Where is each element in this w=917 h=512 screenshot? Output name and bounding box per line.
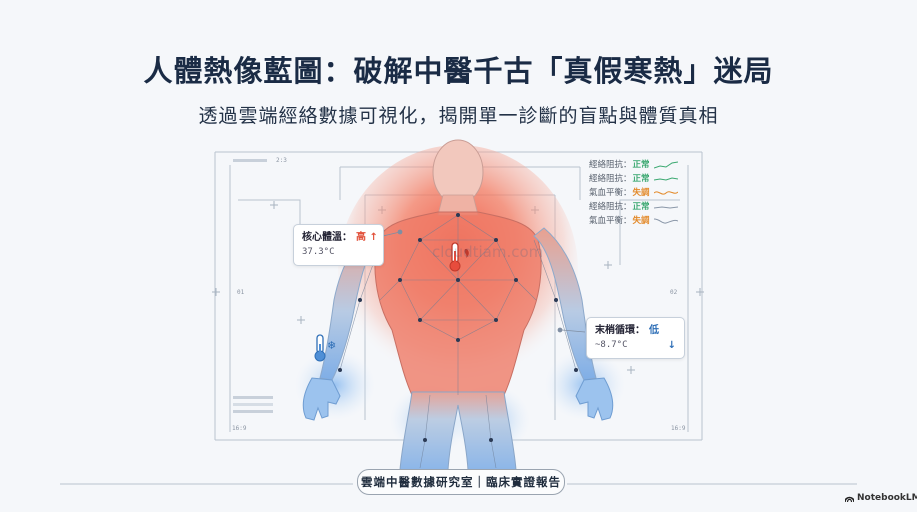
tick-label-top-left: 2:3: [276, 157, 287, 164]
brand-logo: NotebookLM: [845, 493, 917, 503]
human-body-figure: [295, 139, 625, 471]
status-value: 正常: [632, 202, 650, 212]
core-temp-state: 高 ↑: [356, 232, 378, 243]
down-arrow-icon: ↓: [667, 340, 676, 351]
tick-label-bottom-right: 16:9: [671, 425, 686, 432]
extremity-value: ~8.7°C: [595, 340, 628, 350]
sparkline-icon: [653, 161, 678, 169]
status-value: 正常: [632, 174, 650, 184]
core-temp-value: 37.3°C: [302, 247, 335, 257]
status-key: 經絡阻抗：: [589, 174, 632, 184]
status-row: 經絡阻抗： 正常: [589, 158, 695, 172]
brand-name: NotebookLM: [857, 493, 917, 503]
status-row: 氣血平衡： 失調: [589, 186, 695, 200]
core-heat-thermometer-icon: [449, 242, 469, 272]
status-key: 經絡阻抗：: [589, 160, 632, 170]
sparkline-icon: [653, 206, 678, 209]
status-value: 正常: [632, 160, 650, 170]
extremity-circulation-panel: 末梢循環： 低 ~8.7°C ↓: [586, 317, 685, 359]
sparkline-icon: [653, 218, 678, 224]
status-key: 經絡阻抗：: [589, 202, 632, 212]
notebooklm-icon: [845, 496, 854, 502]
sparkline-icon: [653, 191, 678, 195]
meridian-status-list: 經絡阻抗： 正常 經絡阻抗： 正常 氣血平衡： 失調 經絡阻抗： 正常 氣血平衡…: [589, 158, 695, 228]
page-subtitle: 透過雲端經絡數據可視化，揭開單一診斷的盲點與體質真相: [198, 105, 719, 127]
status-key: 氣血平衡：: [589, 188, 632, 198]
core-temp-label: 核心體溫：: [302, 232, 352, 243]
sparkline-icon: [653, 177, 678, 181]
status-value: 失調: [632, 216, 650, 226]
watermark: cloudtiam.com: [432, 243, 544, 261]
tick-label-mid-left: 01: [237, 289, 245, 296]
status-key: 氣血平衡：: [589, 216, 632, 226]
status-row: 經絡阻抗： 正常: [589, 172, 695, 186]
extremity-state: 低: [649, 325, 659, 336]
page-title: 人體熱像藍圖：破解中醫千古「真假寒熱」迷局: [143, 54, 774, 88]
tick-label-bottom-left: 16:9: [232, 425, 247, 432]
svg-text:❄: ❄: [327, 339, 336, 352]
footer-badge: 雲端中醫數據研究室｜臨床實證報告: [357, 469, 565, 495]
left-meter-bars: [233, 159, 273, 413]
status-value: 失調: [632, 188, 650, 198]
extremity-label: 末梢循環：: [595, 325, 645, 336]
core-temperature-panel: 核心體溫： 高 ↑ 37.3°C: [293, 224, 384, 266]
status-row: 氣血平衡： 失調: [589, 214, 695, 228]
cold-thermometer-icon: ❄: [314, 334, 336, 362]
status-row: 經絡阻抗： 正常: [589, 200, 695, 214]
tick-label-mid-right: 02: [670, 289, 678, 296]
